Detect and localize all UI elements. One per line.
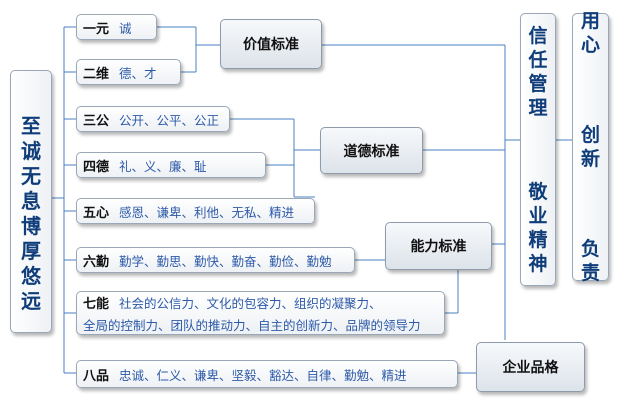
item-2: 二维 德、才 — [76, 59, 181, 85]
value-standard-box: 价值标准 — [220, 19, 322, 69]
moral-standard-box: 道德标准 — [320, 127, 423, 174]
item-7-value-line1: 社会的公信力、文化的包容力、组织的凝聚力、 — [119, 295, 382, 311]
item-6: 六勤 勤学、勤思、勤快、勤奋、勤俭、勤勉 — [76, 247, 355, 273]
item-2-value: 德、才 — [119, 65, 157, 81]
item-6-label: 六勤 — [83, 254, 110, 270]
item-5: 五心 感恩、谦卑、利他、无私、精进 — [76, 198, 315, 224]
attitude-box: 用心 创新 负责 — [572, 10, 609, 284]
item-2-label: 二维 — [83, 66, 110, 82]
item-1: 一元 诚 — [76, 14, 157, 40]
enterprise-character-box: 企业品格 — [476, 342, 585, 392]
item-8-value: 忠诚、仁义、谦卑、坚毅、豁达、自律、勤勉、精进 — [119, 367, 407, 383]
item-3: 三公 公开、公平、公正 — [76, 106, 230, 132]
item-8: 八品 忠诚、仁义、谦卑、坚毅、豁达、自律、勤勉、精进 — [76, 360, 458, 388]
item-7-label: 七能 — [83, 296, 110, 312]
motto-col-2: 博厚悠远 — [21, 214, 41, 313]
attitude-col-2: 创新 — [580, 124, 600, 170]
item-5-label: 五心 — [83, 205, 110, 221]
spirit-col-2: 敬业精神 — [528, 180, 548, 275]
motto-col-1: 至诚无息 — [21, 114, 41, 213]
item-5-value: 感恩、谦卑、利他、无私、精进 — [119, 204, 295, 220]
item-4-label: 四德 — [83, 159, 110, 175]
item-3-label: 三公 — [83, 113, 110, 129]
spirit-box: 信任管理 敬业精神 — [520, 13, 556, 286]
item-7: 七能 社会的公信力、文化的包容力、组织的凝聚力、 全局的控制力、团队的推动力、自… — [76, 291, 445, 335]
spirit-col-1: 信任管理 — [528, 24, 548, 119]
item-1-label: 一元 — [83, 21, 110, 37]
motto-box: 至诚无息博厚悠远 — [10, 70, 52, 333]
attitude-col-3: 负责 — [580, 238, 600, 284]
item-7-value-line2: 全局的控制力、团队的推动力、自主的创新力、品牌的领导力 — [83, 317, 421, 333]
item-1-value: 诚 — [119, 20, 132, 36]
ability-standard-box: 能力标准 — [385, 222, 492, 270]
item-4-value: 礼、义、廉、耻 — [119, 158, 207, 174]
item-3-value: 公开、公平、公正 — [119, 112, 220, 128]
item-6-value: 勤学、勤思、勤快、勤奋、勤俭、勤勉 — [119, 253, 332, 269]
attitude-col-1: 用心 — [580, 10, 600, 56]
item-4: 四德 礼、义、廉、耻 — [76, 152, 266, 178]
item-8-label: 八品 — [83, 368, 110, 384]
